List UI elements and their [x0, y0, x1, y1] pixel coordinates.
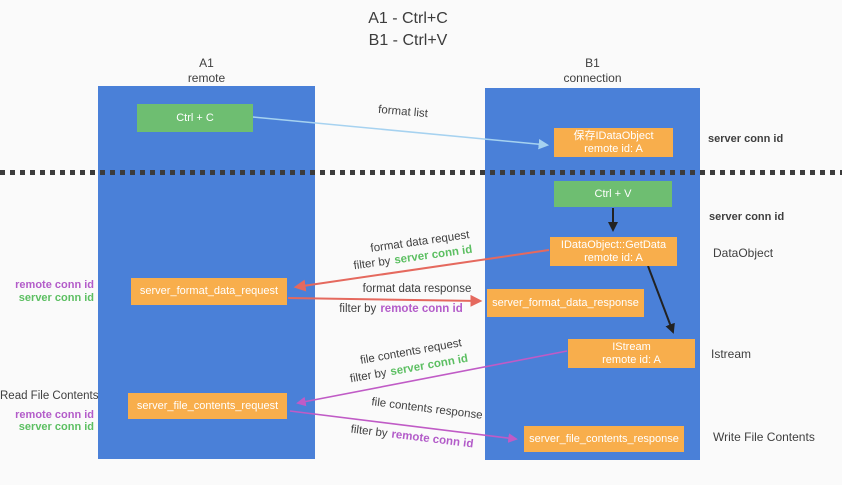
node-ctrl-v: Ctrl + V	[554, 181, 672, 207]
server-format-data-request-label: server_format_data_request	[139, 285, 279, 297]
istream-line1: IStream	[612, 340, 651, 353]
save-idataobject-line1: 保存IDataObject	[573, 129, 654, 142]
server-file-contents-request-label: server_file_contents_request	[136, 399, 279, 412]
ctrl-c-label: Ctrl + C	[176, 111, 214, 124]
lane-a1-title: A1	[199, 56, 214, 70]
ctrl-v-label: Ctrl + V	[594, 187, 632, 200]
server-file-contents-response-label: server_file_contents_response	[529, 432, 679, 445]
server-conn-id-annotation: server conn id	[18, 291, 94, 304]
remote-conn-id-annotation: remote conn id	[15, 408, 94, 421]
left-conn-id-block-mid: remote conn id server conn id	[0, 279, 94, 304]
node-server-format-data-request: server_format_data_request	[131, 278, 287, 305]
lane-header-a1: A1 remote	[98, 56, 315, 86]
lane-header-b1: B1 connection	[485, 56, 700, 86]
getdata-line2: remote id: A	[584, 251, 643, 264]
lane-b1-subtitle: connection	[563, 71, 622, 85]
file-contents-response-label: file contents response	[370, 396, 484, 422]
node-save-idataobject: 保存IDataObject remote id: A	[554, 128, 673, 157]
node-server-format-data-response: server_format_data_response	[487, 289, 644, 317]
lane-b1-title: B1	[585, 56, 600, 70]
remote-conn-id-text: remote conn id	[390, 428, 475, 451]
title-line-2: B1 - Ctrl+V	[368, 32, 448, 49]
server-conn-id-annotation-mid: server conn id	[709, 211, 785, 223]
write-file-contents-annotation: Write File Contents	[713, 430, 815, 444]
left-conn-id-block-bottom: Read File Contents remote conn id server…	[0, 390, 99, 434]
format-data-response-label: format data response	[362, 283, 472, 295]
node-server-file-contents-response: server_file_contents_response	[524, 426, 684, 452]
remote-conn-id-text: remote conn id	[380, 303, 463, 315]
server-conn-id-annotation-top: server conn id	[708, 133, 784, 145]
server-conn-id-annotation: server conn id	[18, 421, 94, 433]
diagram-title: A1 - Ctrl+C B1 - Ctrl+V	[0, 8, 816, 52]
filter-by-text: filter by	[349, 423, 389, 440]
format-list-label: format list	[377, 103, 429, 121]
filter-by-text: filter by	[352, 255, 392, 273]
copy-paste-separator-line	[0, 170, 842, 175]
save-idataobject-line2: remote id: A	[584, 142, 643, 155]
title-line-1: A1 - Ctrl+C	[368, 10, 448, 27]
remote-conn-id-annotation: remote conn id	[15, 279, 94, 291]
filter-by-text: filter by	[349, 367, 388, 386]
node-ctrl-c: Ctrl + C	[137, 104, 253, 132]
getdata-line1: IDataObject::GetData	[560, 238, 667, 251]
server-format-data-response-label: server_format_data_response	[492, 296, 639, 309]
node-idataobject-getdata: IDataObject::GetData remote id: A	[550, 237, 677, 266]
istream-line2: remote id: A	[602, 353, 661, 366]
format-data-response-arrow	[287, 294, 483, 307]
dataobject-annotation: DataObject	[713, 246, 774, 260]
filter-by-text: filter by	[339, 303, 377, 315]
read-file-contents-annotation: Read File Contents	[0, 390, 99, 402]
node-istream: IStream remote id: A	[568, 339, 695, 368]
node-server-file-contents-request: server_file_contents_request	[128, 393, 287, 419]
istream-annotation: Istream	[711, 347, 752, 361]
lane-a1-subtitle: remote	[187, 71, 226, 85]
